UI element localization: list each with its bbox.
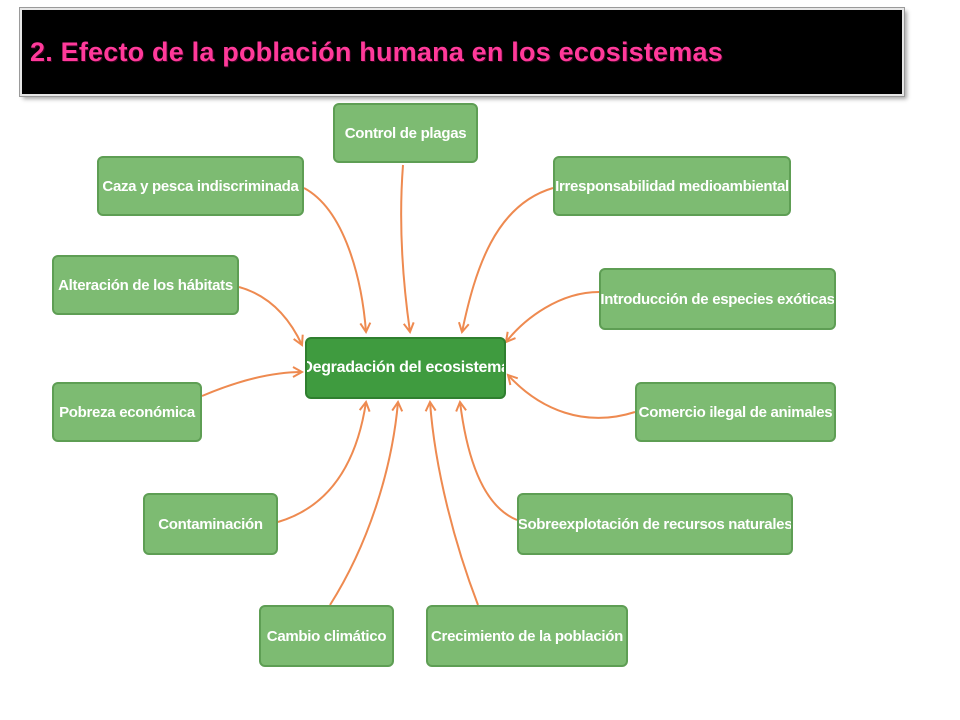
cause-box-introduccion-de-especies-exoticas: Introducción de especies exóticas: [599, 268, 836, 330]
cause-box-caza-y-pesca-indiscriminada: Caza y pesca indiscriminada: [97, 156, 304, 216]
arrow-comercio-ilegal-de-animales: [508, 375, 636, 419]
arrow-alteracion-de-los-habitats: [238, 286, 302, 345]
arrow-control-de-plagas: [400, 164, 410, 332]
cause-box-contaminacion: Contaminación: [143, 493, 278, 555]
cause-box-irresponsabilidad-medioambiental: Irresponsabilidad medioambiental: [553, 156, 791, 216]
cause-box-pobreza-economica: Pobreza económica: [52, 382, 202, 442]
cause-box-comercio-ilegal-de-animales: Comercio ilegal de animales: [635, 382, 836, 442]
arrow-cambio-climatico: [329, 402, 398, 606]
arrow-irresponsabilidad-medioambiental: [462, 187, 554, 332]
arrow-introduccion-de-especies-exoticas: [506, 291, 600, 342]
cause-box-alteracion-de-los-habitats: Alteración de los hábitats: [52, 255, 239, 315]
cause-box-crecimiento-de-la-poblacion: Crecimiento de la población: [426, 605, 628, 667]
cause-box-control-de-plagas: Control de plagas: [333, 103, 478, 163]
cause-box-sobreexplotacion-de-recursos-naturales: Sobreexplotación de recursos naturales: [517, 493, 793, 555]
page-title: 2. Efecto de la población humana en los …: [30, 36, 723, 67]
arrow-sobreexplotacion-de-recursos-naturales: [460, 402, 518, 521]
arrow-caza-y-pesca-indiscriminada: [303, 187, 366, 332]
arrow-crecimiento-de-la-poblacion: [430, 402, 479, 606]
arrow-contaminacion: [277, 402, 366, 523]
center-box-degradacion: Degradación del ecosistema: [305, 337, 506, 399]
arrow-pobreza-economica: [201, 372, 302, 397]
cause-box-cambio-climatico: Cambio climático: [259, 605, 394, 667]
title-bar: 2. Efecto de la población humana en los …: [20, 8, 904, 96]
